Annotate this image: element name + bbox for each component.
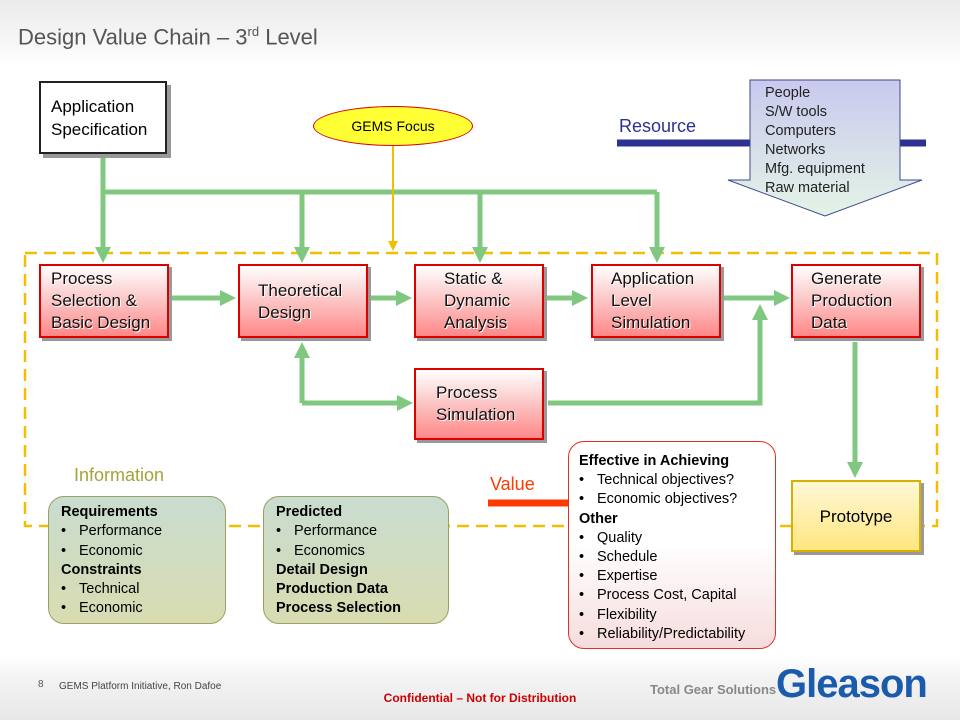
resource-arrow-shape — [727, 79, 923, 217]
prototype-box: Prototype — [791, 480, 921, 552]
list-item: Economics — [276, 542, 436, 562]
list-item: Schedule — [579, 548, 765, 567]
gleason-logo: Gleason — [776, 662, 928, 706]
box-line: Selection & — [51, 291, 137, 310]
box-line: Analysis — [444, 313, 508, 332]
generate-production-data-box: Generate Production Data — [791, 264, 921, 338]
box-line: Process — [51, 269, 113, 288]
list-item: Economic objectives? — [579, 490, 765, 509]
box-line: Static & — [444, 269, 503, 288]
list-item: Performance — [276, 522, 436, 542]
resource-item: Networks — [765, 142, 826, 158]
list-item: Technical — [61, 580, 213, 600]
slide-footer — [0, 655, 960, 720]
page-number: 8 — [38, 679, 44, 690]
slide-header — [0, 0, 960, 64]
theoretical-design-box: Theoretical Design — [238, 264, 368, 338]
box-heading: Requirements — [61, 504, 158, 520]
box-heading: Effective in Achieving — [579, 453, 730, 469]
list-item: Expertise — [579, 567, 765, 586]
resource-item: Mfg. equipment — [765, 161, 865, 177]
application-specification-box: Application Specification — [39, 81, 167, 154]
confidential-notice: Confidential – Not for Distribution — [383, 691, 577, 705]
list-item: Economic — [61, 542, 213, 562]
gems-focus-ellipse: GEMS Focus — [313, 106, 473, 146]
box-line: Simulation — [611, 313, 691, 332]
list-item: Technical objectives? — [579, 471, 765, 490]
box-heading: Constraints — [61, 561, 142, 578]
information-label: Information — [74, 465, 165, 485]
box-line: Production — [811, 291, 893, 310]
requirements-box: Requirements Performance Economic Constr… — [48, 496, 226, 624]
static-dynamic-analysis-box: Static & Dynamic Analysis — [414, 264, 544, 338]
box-line: Simulation — [436, 405, 516, 424]
list-item: Reliability/Predictability — [579, 625, 765, 644]
resource-label: Resource — [619, 116, 697, 136]
process-selection-box: Process Selection & Basic Design — [39, 264, 169, 338]
resource-list: People S/W tools Computers Networks Mfg.… — [765, 84, 865, 198]
resource-item: Raw material — [765, 180, 850, 196]
list-item: Performance — [61, 522, 213, 542]
resource-item: People — [765, 85, 811, 101]
list-item: Flexibility — [579, 606, 765, 625]
application-level-simulation-box: Application Level Simulation — [591, 264, 721, 338]
value-label: Value — [490, 474, 535, 494]
box-heading: Process Selection — [276, 600, 401, 617]
predicted-box: Predicted Performance Economics Detail D… — [263, 496, 449, 624]
process-simulation-box: Process Simulation — [414, 368, 544, 440]
box-heading: Detail Design — [276, 561, 368, 578]
box-line: Data — [811, 313, 847, 332]
slide-title: Design Value Chain – 3rd Level — [18, 24, 318, 50]
resource-item: S/W tools — [765, 104, 828, 120]
box-line: Application — [611, 269, 695, 288]
box-line: Process — [436, 383, 498, 402]
list-item: Process Cost, Capital — [579, 586, 765, 605]
box-line: Generate — [811, 269, 882, 288]
box-heading: Other — [579, 510, 618, 527]
value-box: Effective in Achieving Technical objecti… — [568, 441, 776, 649]
spec-distribution-arrows — [94, 155, 864, 479]
resource-item: Computers — [765, 123, 836, 139]
box-line: Dynamic — [444, 291, 511, 310]
tagline: Total Gear Solutions — [650, 682, 777, 697]
box-heading: Predicted — [276, 504, 343, 520]
footer-author: GEMS Platform Initiative, Ron Dafoe — [59, 681, 222, 692]
list-item: Quality — [579, 529, 765, 548]
box-line: Basic Design — [51, 313, 151, 332]
spec-line: Specification — [51, 120, 148, 139]
box-line: Level — [611, 291, 652, 310]
spec-line: Application — [51, 97, 135, 116]
box-heading: Production Data — [276, 581, 388, 598]
list-item: Economic — [61, 599, 213, 619]
box-line: Theoretical — [258, 281, 343, 300]
box-line: Design — [258, 303, 311, 322]
